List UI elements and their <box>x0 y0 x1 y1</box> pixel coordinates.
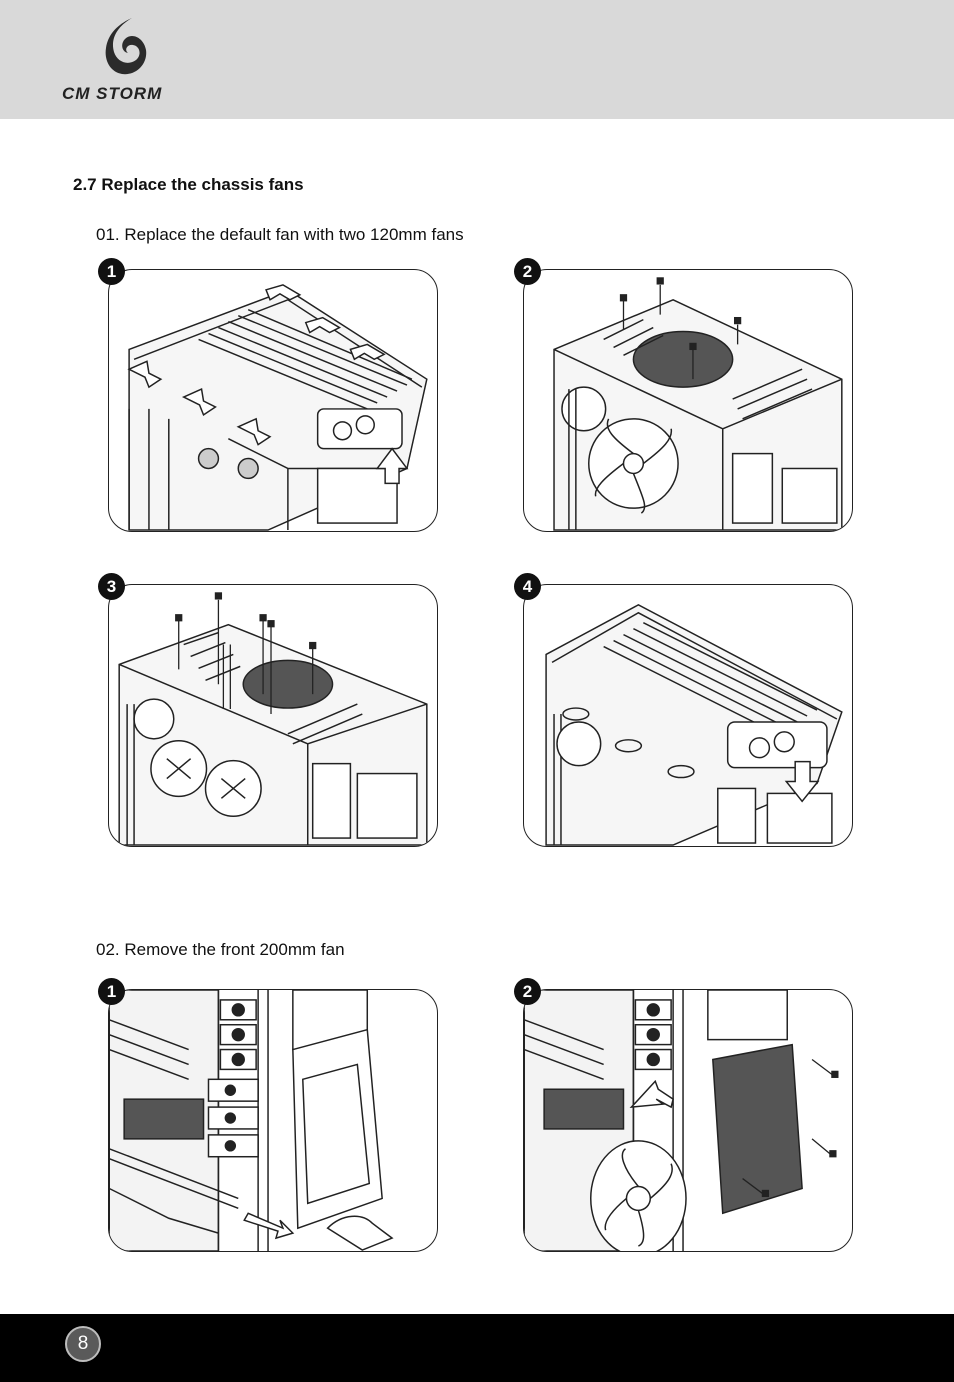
two-120mm-fans-install-illustration <box>118 592 428 846</box>
top-cover-removal-illustration <box>127 284 428 531</box>
step-1-badge-2: 2 <box>514 258 541 285</box>
top-cover-reattach-illustration <box>545 604 843 846</box>
cm-storm-logo: CM STORM <box>62 16 192 108</box>
step-1-panel-1 <box>108 269 438 532</box>
page-footer <box>0 1314 954 1382</box>
storm-swirl-icon <box>105 18 147 75</box>
step-2-panel-2 <box>523 989 853 1252</box>
front-bezel-removal-illustration <box>109 990 394 1251</box>
step-1-title: 01. Replace the default fan with two 120… <box>96 225 464 244</box>
step-1-badge-1: 1 <box>98 258 125 285</box>
step-2-panel-1 <box>108 989 438 1252</box>
step-1-badge-4: 4 <box>514 573 541 600</box>
200mm-fan-unscrew-illustration <box>524 990 839 1251</box>
section-title: 2.7 Replace the chassis fans <box>73 175 304 194</box>
page-number: 8 <box>65 1326 101 1362</box>
step-1-panel-4 <box>523 584 853 847</box>
step-1-panel-3 <box>108 584 438 847</box>
default-fan-unscrew-illustration <box>553 277 843 531</box>
page-header: CM STORM <box>0 0 954 119</box>
step-1-panel-2 <box>523 269 853 532</box>
step-2-badge-2: 2 <box>514 978 541 1005</box>
step-2-title: 02. Remove the front 200mm fan <box>96 940 345 959</box>
step-1-badge-3: 3 <box>98 573 125 600</box>
logo-wordmark: CM STORM <box>62 84 163 103</box>
step-2-badge-1: 1 <box>98 978 125 1005</box>
